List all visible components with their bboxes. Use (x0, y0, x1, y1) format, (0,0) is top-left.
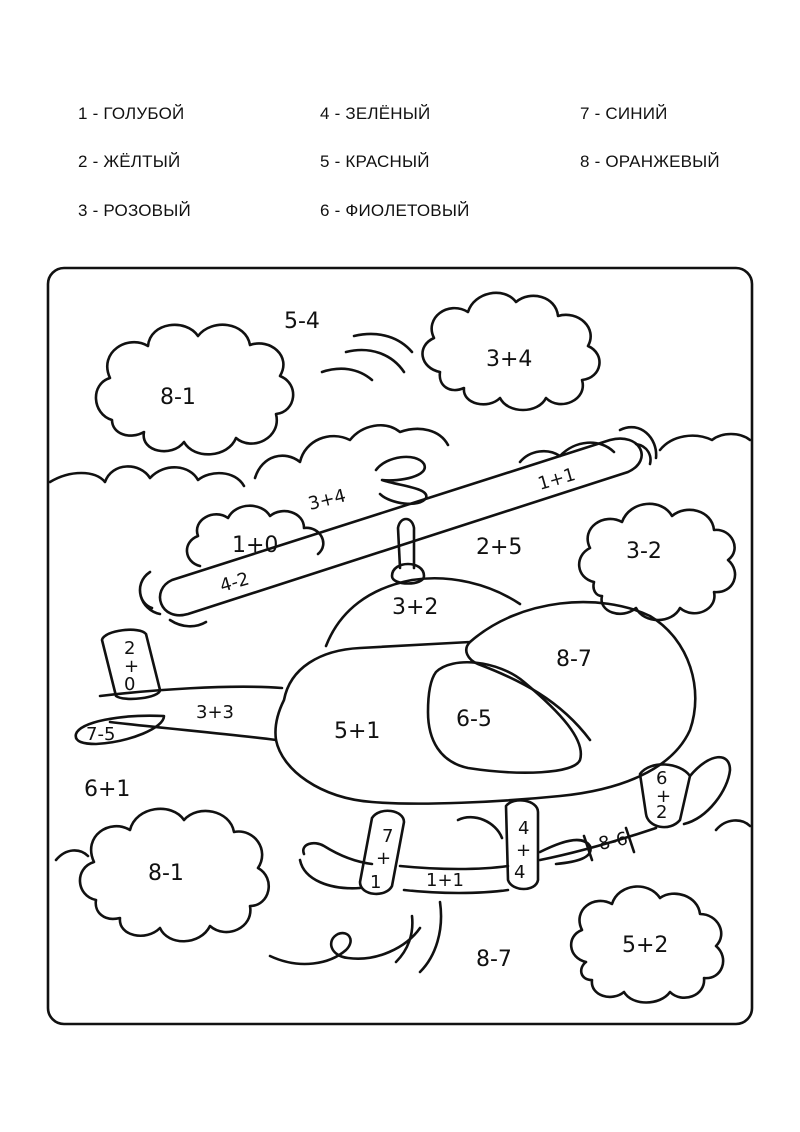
label-body: 5+1 (334, 719, 380, 744)
label-window: 6-5 (456, 707, 492, 732)
label-cloud-bottom-left: 8-1 (148, 861, 184, 886)
rotor-squiggle (374, 455, 428, 506)
label-tail-boom: 3+3 (196, 702, 234, 723)
legend-item-4: 4 - ЗЕЛЁНЫЙ (320, 104, 431, 123)
label-leg-mid-mid: + (516, 840, 531, 861)
label-sky-bottom: 8-7 (476, 947, 512, 972)
wind-lines-bottom (268, 900, 443, 974)
label-rotor-hub: 3+2 (392, 595, 438, 620)
label-leg-mid-bottom: 4 (514, 862, 525, 883)
label-cloud-top-left: 8-1 (160, 385, 196, 410)
rotor-mast (396, 517, 416, 570)
cloud-bottom-right (569, 885, 725, 1004)
cloud-top-right (421, 291, 601, 412)
wind-lines-top (320, 332, 414, 382)
label-leg-right-top: 6 (656, 768, 667, 789)
legend-item-7: 7 - СИНИЙ (580, 104, 668, 123)
skid (298, 826, 658, 895)
cloud-right (577, 502, 737, 622)
label-leg-mid-top: 4 (518, 818, 529, 839)
label-leg-right-bottom: 2 (656, 802, 667, 823)
rotor-motion-lines (138, 425, 658, 628)
label-cloud-top-right: 3+4 (486, 347, 532, 372)
tail-boom (98, 685, 284, 742)
legend-item-1: 1 - ГОЛУБОЙ (78, 104, 185, 123)
label-tail-end: 7-5 (86, 724, 115, 745)
gear-right-arm (682, 755, 732, 826)
background-cloud-line (48, 424, 752, 488)
legend-item-5: 5 - КРАСНЫЙ (320, 152, 430, 171)
label-leg-left-mid: + (376, 848, 391, 869)
label-cloud-right: 3-2 (626, 539, 662, 564)
label-skid-left: 1+1 (426, 870, 464, 891)
label-cloud-bottom-right: 5+2 (622, 933, 668, 958)
cloud-top-left (94, 323, 295, 456)
label-tail-fin-top: 2 (124, 638, 135, 659)
cabin-divider (465, 640, 592, 742)
legend-item-6: 6 - ФИОЛЕТОВЫЙ (320, 201, 470, 220)
tail-end (74, 714, 166, 746)
rotor-blade (158, 437, 643, 617)
gear-front (504, 799, 540, 891)
label-cabin-back: 8-7 (556, 647, 592, 672)
legend-item-3: 3 - РОЗОВЫЙ (78, 201, 191, 220)
skid-right-band (582, 826, 636, 862)
label-rotor-left: 4-2 (218, 569, 252, 597)
cabin-top (324, 576, 522, 648)
background-cloud-line-bottom (54, 819, 752, 862)
cloud-bottom-left (78, 807, 270, 943)
picture-frame (46, 266, 754, 1026)
label-skid-right: 8-6 (597, 828, 630, 855)
legend-item-8: 8 - ОРАНЖЕВЫЙ (580, 152, 720, 171)
gear-front-arm (456, 815, 592, 866)
label-sky-bottom-left: 6+1 (84, 777, 130, 802)
label-cloud-behind-rotor: 3+4 (306, 485, 348, 515)
gear-rear (358, 809, 406, 896)
label-cloud-left-small: 1+0 (232, 533, 278, 558)
label-tail-fin-mid: + (124, 656, 139, 677)
window (426, 661, 583, 774)
label-sky-top: 5-4 (284, 309, 320, 334)
label-leg-left-top: 7 (382, 826, 393, 847)
legend-item-2: 2 - ЖЁЛТЫЙ (78, 152, 181, 171)
label-sky-middle: 2+5 (476, 535, 522, 560)
cloud-left-small (185, 504, 325, 568)
label-leg-right-mid: + (656, 786, 671, 807)
label-leg-left-bottom: 1 (370, 872, 381, 893)
helicopter-body (274, 600, 697, 805)
gear-right-loop (638, 763, 692, 829)
label-tail-fin-bottom: 0 (124, 674, 135, 695)
